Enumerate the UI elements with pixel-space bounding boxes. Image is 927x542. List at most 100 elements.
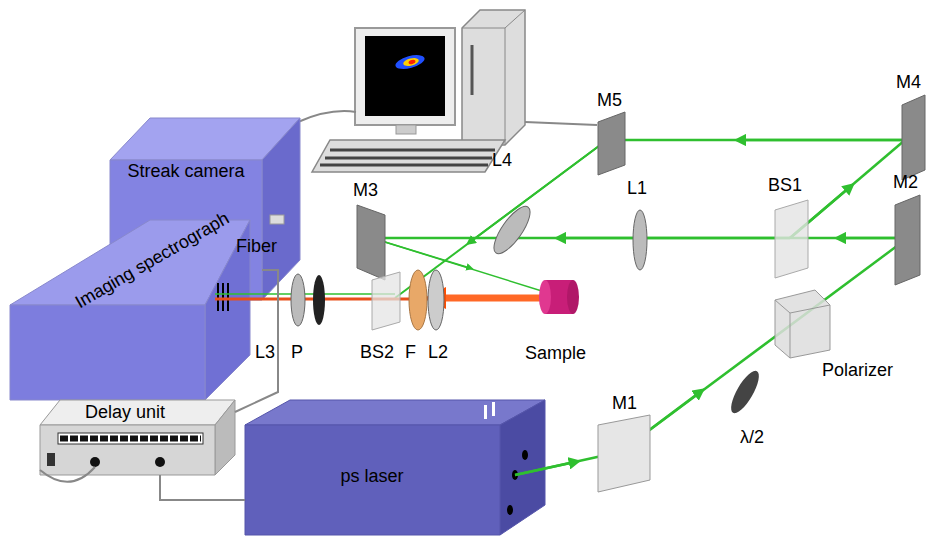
laser-beams: [215, 140, 905, 475]
display-strip: [58, 433, 203, 444]
sample: [539, 280, 579, 314]
box-front: [10, 305, 205, 400]
part-label: M2: [893, 172, 918, 192]
entrance-slit: [217, 283, 219, 311]
mirror: [357, 205, 385, 280]
part-label-anchor: M1: [612, 393, 637, 413]
part-label: F: [405, 342, 416, 362]
screen-spot: [408, 59, 416, 65]
laser-port: [507, 505, 513, 515]
signal-cable: [160, 475, 245, 500]
box-label: Streak camera: [127, 161, 244, 181]
box-top: [40, 400, 235, 425]
optics: [291, 95, 925, 492]
filter: [409, 270, 427, 330]
monitor-screen: [365, 36, 445, 116]
part-label: Polarizer: [822, 360, 893, 380]
lens: [291, 274, 305, 326]
green-beam: [372, 238, 470, 268]
box-front: [40, 425, 215, 475]
part-label-anchor: L1: [627, 178, 647, 198]
part-label: M1: [612, 393, 637, 413]
signal-cable: [235, 270, 278, 412]
instrument-box: Imaging spectrograph: [45, 215, 260, 305]
box-front: [245, 425, 500, 535]
keyboard-keys: [330, 149, 495, 152]
part-label: L4: [492, 150, 512, 170]
laser-box: ps laser: [245, 400, 545, 535]
keyboard-keys: [320, 164, 488, 167]
laser-port: [522, 450, 528, 460]
part-label: P: [291, 342, 303, 362]
part-label-anchor: L3: [255, 342, 275, 362]
box-label: Delay unit: [85, 402, 165, 422]
trigger-cable: [40, 467, 95, 482]
green-beam: [395, 140, 607, 298]
mirror: [598, 415, 650, 492]
green-beam: [560, 237, 790, 240]
part-label-anchor: L4: [492, 150, 512, 170]
part-label: Fiber: [236, 236, 277, 256]
part-label: L3: [255, 342, 275, 362]
green-beam: [607, 139, 905, 142]
delay-unit: [40, 400, 235, 482]
beam-splitter: [775, 200, 808, 278]
red-emission: [440, 295, 545, 302]
green-beam: [470, 140, 607, 242]
part-label: Sample: [525, 343, 586, 363]
box-top: [245, 400, 545, 425]
part-label-anchor: λ/2: [740, 427, 764, 447]
box-side: [262, 118, 300, 300]
part-label-anchor: Fiber: [236, 236, 277, 256]
power-switch: [47, 453, 55, 466]
drive-slot: [471, 45, 474, 95]
part-label: M3: [353, 180, 378, 200]
lens: [488, 201, 537, 258]
computer-tower: [462, 10, 525, 28]
part-label-anchor: BS2: [360, 342, 394, 362]
box-label: ps laser: [340, 466, 403, 486]
mirror: [895, 195, 920, 285]
polarizer-disk: [313, 275, 325, 325]
part-label-anchor: M2: [893, 172, 918, 192]
computer-tower: [505, 28, 506, 145]
entrance-slit: [222, 283, 224, 311]
beam-splitter: [372, 272, 400, 330]
box-side: [500, 400, 545, 535]
part-label-anchor: Sample: [525, 343, 586, 363]
computer: [298, 10, 597, 172]
keyboard-keys: [325, 157, 492, 160]
part-label-anchor: P: [291, 342, 303, 362]
sample-face: [539, 280, 551, 314]
part-label: BS1: [768, 175, 802, 195]
ps-laser: [245, 400, 545, 535]
entrance-slit: [227, 283, 229, 311]
part-label-anchor: M4: [896, 72, 921, 92]
polarizer-cube: [790, 305, 830, 313]
part-label: λ/2: [740, 427, 764, 447]
mirror: [902, 95, 925, 180]
screen-spot: [402, 57, 419, 68]
part-label: L1: [627, 178, 647, 198]
sample-cylinder: [567, 280, 579, 314]
part-label: L2: [428, 342, 448, 362]
fiber-port: [270, 215, 284, 224]
green-beam: [515, 462, 575, 475]
display-strip: [60, 436, 201, 442]
half-wave-plate: [726, 367, 764, 417]
connector-knob: [90, 457, 100, 467]
laser-terminal: [484, 405, 487, 419]
box-label: Imaging spectrograph: [72, 208, 233, 312]
polarizer-cube: [775, 290, 830, 358]
lens: [428, 270, 444, 330]
part-label-anchor: F: [405, 342, 416, 362]
part-label: M5: [597, 90, 622, 110]
imaging-spectrograph: [10, 220, 250, 400]
data-cable: [525, 122, 597, 125]
polarizer-cube: [775, 300, 790, 313]
instrument-box: Delay unit: [40, 400, 235, 475]
part-label-anchor: BS1: [768, 175, 802, 195]
part-label-anchor: Polarizer: [822, 360, 893, 380]
